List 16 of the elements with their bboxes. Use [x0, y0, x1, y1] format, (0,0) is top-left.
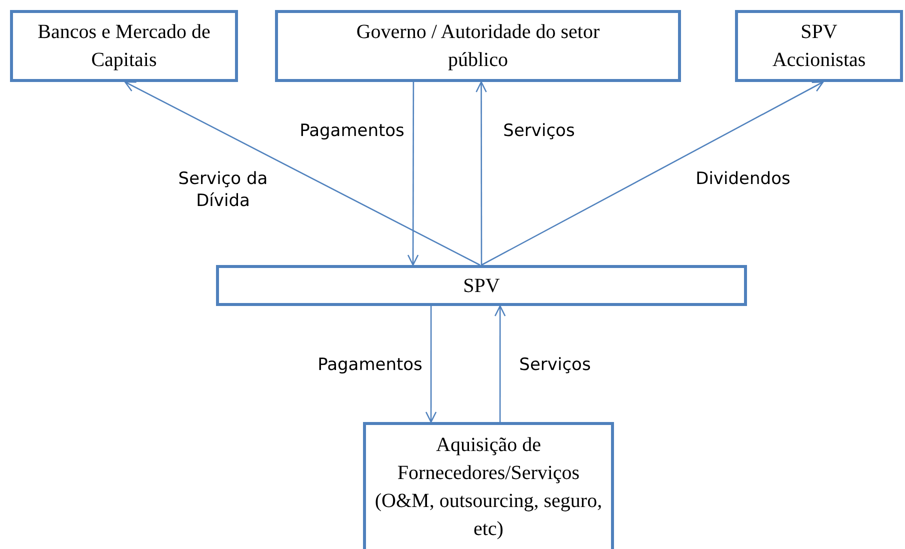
- node-label: SPV Accionistas: [771, 20, 867, 73]
- process-box: [363, 422, 614, 549]
- arrow: [407, 82, 419, 266]
- process-box: [735, 10, 903, 82]
- arrow: [124, 81, 480, 266]
- process-box: [10, 10, 238, 82]
- arrow: [476, 81, 487, 265]
- node-label: SPV: [463, 274, 500, 298]
- arrow: [494, 305, 506, 422]
- arrow: [425, 306, 437, 423]
- node-label: Aquisição de Fornecedores/Serviços (O&M, outsourcing, seguro, etc): [374, 433, 603, 542]
- node-label: Bancos e Mercado de Capitais: [36, 20, 212, 73]
- process-box: [216, 265, 747, 306]
- node-label: Governo / Autoridade do setor público: [355, 20, 601, 73]
- arrow: [481, 81, 824, 266]
- process-box: [275, 10, 681, 82]
